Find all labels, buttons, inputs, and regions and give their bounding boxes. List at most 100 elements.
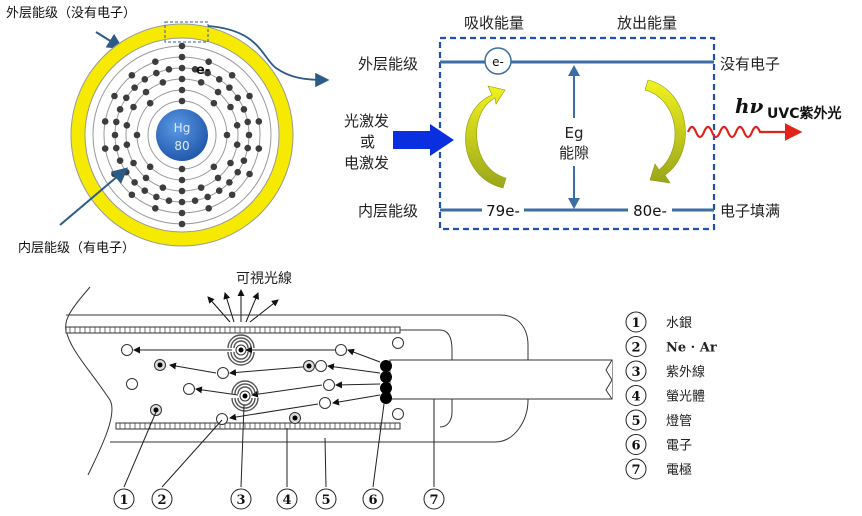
- legend-number: 6: [631, 439, 640, 454]
- glass-tube-outline: [66, 314, 529, 443]
- electron-dot: [112, 144, 120, 152]
- electron-dot: [101, 118, 109, 125]
- electron-emitter: [380, 360, 392, 404]
- legend-label: 電子: [666, 439, 692, 454]
- electron-dot: [142, 88, 150, 96]
- uv-emission-wave: [237, 397, 253, 406]
- electron-dot: [141, 75, 149, 83]
- electron-dot: [214, 88, 222, 96]
- electron-dot: [128, 71, 136, 79]
- callout-lines: [123, 399, 435, 488]
- photon-label: UVC紫外光: [767, 105, 841, 122]
- legend-number-circle: [625, 434, 647, 455]
- electron-dot: [233, 121, 241, 129]
- electron-dot: [255, 145, 263, 152]
- zoom-region-box: [164, 21, 209, 43]
- mercury-atom-core: [292, 415, 298, 421]
- particles: [121, 334, 404, 425]
- electron-dot: [244, 144, 252, 152]
- mercury-atom-core: [157, 362, 163, 368]
- inner-level-pointer-arrow: [59, 167, 129, 226]
- electron-dot: [131, 84, 138, 91]
- visible-light-label: 可視光線: [236, 271, 292, 287]
- electron-dot: [226, 84, 233, 91]
- excitation-arrow: [393, 124, 454, 156]
- electron-dot: [234, 94, 242, 102]
- electron-dot: [178, 42, 186, 50]
- legend-number-circle: [625, 311, 647, 333]
- tube-end-curve: [65, 286, 113, 476]
- callout-circle: [113, 488, 135, 510]
- uv-emission-wave: [227, 334, 255, 349]
- callout-circle: [230, 488, 252, 510]
- nucleus-symbol: Hg: [174, 121, 191, 135]
- inner-level-text: 内层能级: [358, 202, 418, 220]
- outer-level-pointer-arrow: [95, 31, 124, 50]
- gap-label: 能隙: [559, 144, 589, 162]
- electron-dot: [214, 174, 222, 182]
- outer-level-label: 外层能级（没有电子）: [6, 6, 136, 21]
- electron-dot: [233, 141, 241, 149]
- callout-number: 2: [157, 493, 166, 508]
- nucleus-number: 80: [174, 139, 189, 153]
- electron-dot: [210, 99, 218, 107]
- nucleus: [156, 109, 208, 161]
- electron-dot: [245, 131, 253, 139]
- absorb-curve-arrow: [465, 85, 507, 189]
- electron-dot: [111, 131, 119, 139]
- filled-text: 电子填满: [720, 202, 780, 220]
- phosphor-layer-top: [65, 326, 401, 334]
- electron-dot: [123, 121, 131, 129]
- electron-dot: [178, 198, 186, 206]
- electron-dot: [178, 187, 186, 195]
- electron-dot: [178, 53, 186, 61]
- electron-dot: [246, 92, 253, 100]
- electron-dot: [152, 204, 159, 212]
- electron-dot: [111, 92, 118, 100]
- legend-label: 水銀: [666, 316, 692, 331]
- electron-dot: [223, 131, 231, 139]
- electron-dot: [153, 193, 160, 201]
- legend-label: Ne · Ar: [666, 341, 717, 356]
- neon-argon-atom: [183, 383, 195, 395]
- legend-item: 6 電子: [625, 434, 692, 455]
- electron-dot: [130, 159, 137, 167]
- electron-dot: [178, 64, 186, 72]
- inner-count-before: 79e-: [486, 202, 520, 220]
- electron-dot: [191, 197, 199, 205]
- absorb-energy-label: 吸收能量: [464, 14, 524, 32]
- neon-argon-atom: [217, 367, 229, 379]
- legend-label: 燈管: [666, 414, 692, 429]
- uv-emission-wave: [234, 383, 256, 395]
- electron-dot: [191, 65, 199, 73]
- uv-emission-wave: [234, 397, 256, 409]
- legend-label: 電極: [666, 462, 692, 478]
- electron-dot: [146, 163, 154, 171]
- electron-dot: [204, 193, 211, 201]
- uv-emission-wave: [237, 386, 253, 395]
- electron-dot: [178, 176, 186, 184]
- uv-emission-wave: [233, 351, 249, 360]
- uv-emission-wave: [227, 351, 255, 366]
- electron-dot: [226, 179, 233, 186]
- gap-symbol: Eg: [565, 124, 584, 142]
- electron-dot: [142, 174, 150, 182]
- electron-dot: [130, 103, 137, 111]
- neon-argon-atom: [315, 360, 327, 372]
- emit-curve-arrow: [644, 79, 686, 184]
- callout-number: 5: [321, 493, 330, 508]
- gap-arrowhead-up: [568, 65, 580, 76]
- phosphor-layer-bottom: [115, 422, 401, 430]
- inner-tube-end: [400, 329, 453, 428]
- electron-dot: [133, 131, 141, 139]
- fluorescent-lamp-diagram: 可視光線: [65, 271, 717, 510]
- emit-energy-label: 放出能量: [617, 14, 677, 32]
- legend-number: 3: [631, 365, 640, 380]
- callout-number: 1: [119, 493, 128, 508]
- uv-emission-wave: [230, 337, 252, 349]
- electron-dot: [165, 197, 173, 205]
